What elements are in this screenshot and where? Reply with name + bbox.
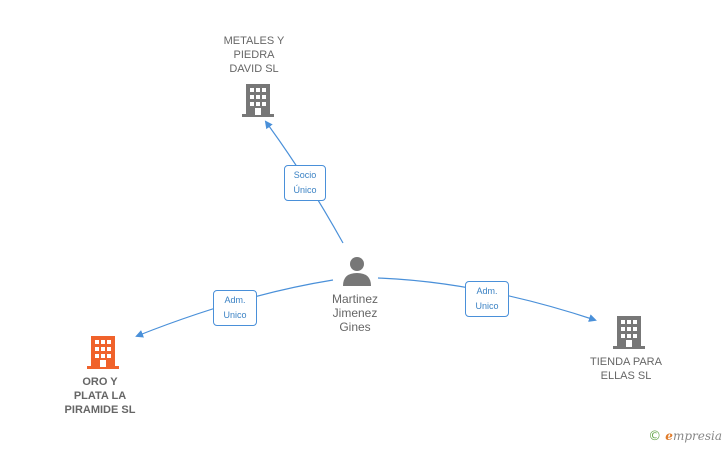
node-label-tienda[interactable]: TIENDA PARA ELLAS SL — [590, 356, 662, 382]
edge-label-adm-unico-oro: Adm. Unico — [213, 290, 257, 326]
copyright-icon: © — [648, 429, 662, 444]
building-icon[interactable] — [242, 84, 274, 117]
edge-label-adm-unico-tienda: Adm. Unico — [465, 281, 509, 317]
building-icon[interactable] — [87, 336, 119, 369]
node-label-person[interactable]: Martinez Jimenez Gines — [331, 292, 378, 334]
brand-watermark: ©empresia — [648, 429, 722, 444]
node-label-metales[interactable]: METALES Y PIEDRA DAVID SL — [223, 35, 285, 75]
building-icon[interactable] — [613, 316, 645, 349]
brand-name: mpresia — [672, 429, 722, 443]
node-label-oro[interactable]: ORO Y PLATA LA PIRAMIDE SL — [64, 376, 136, 416]
person-icon[interactable] — [343, 257, 371, 286]
brand-initial: e — [665, 429, 673, 443]
edge-label-socio-unico: Socio Único — [284, 165, 326, 201]
